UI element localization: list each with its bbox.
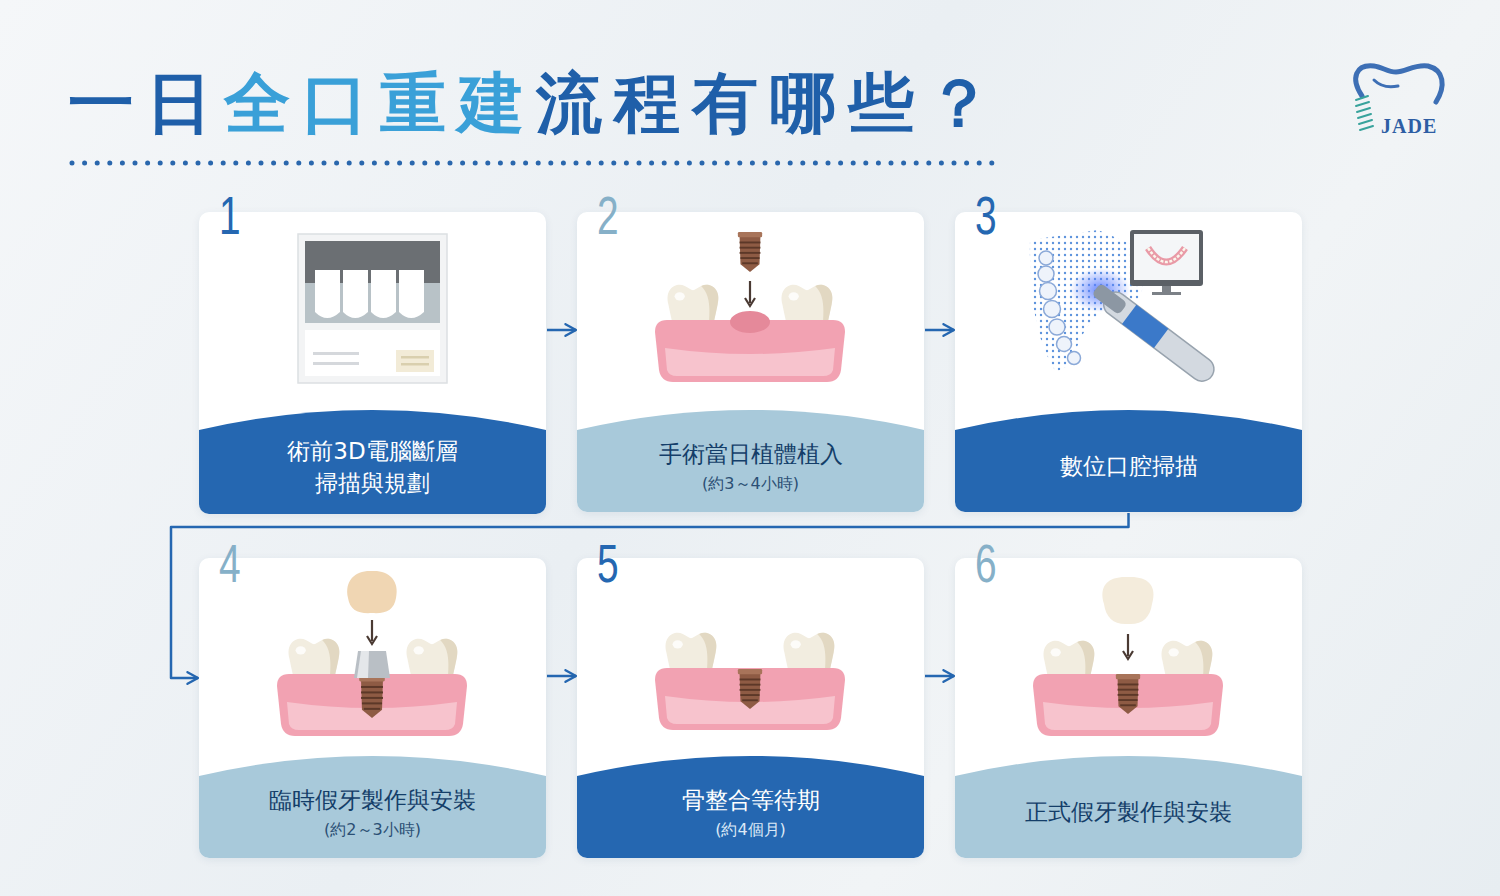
logo-tooth — [1356, 66, 1442, 102]
flow-arrow — [547, 329, 576, 332]
ct-scan-picture — [298, 234, 447, 383]
gum — [655, 668, 845, 730]
title-part: 一日 — [68, 65, 224, 142]
down-arrow-head — [367, 636, 377, 644]
brush-line — [1359, 120, 1372, 124]
scan-info — [305, 330, 440, 376]
page-title: 一日全口重建流程有哪些？ — [68, 64, 1004, 143]
gum — [1033, 674, 1223, 736]
card-text: 術前3D電腦斷層 掃描與規劃 — [199, 436, 546, 499]
scanner-picture — [1030, 230, 1219, 386]
temporary-crown — [347, 571, 397, 613]
band-shape — [199, 756, 546, 858]
logo-brush — [1356, 96, 1373, 130]
scan-panel — [298, 234, 447, 383]
arch-tooth — [1049, 319, 1065, 335]
final-crown-picture — [1033, 577, 1223, 736]
final-crown — [1102, 577, 1153, 624]
implant — [359, 676, 385, 718]
scanner-wand — [1088, 279, 1218, 385]
band-shape — [955, 410, 1302, 512]
scan-tooth — [315, 270, 340, 318]
callout-number: 3 — [975, 188, 997, 242]
gum-socket — [730, 311, 770, 333]
info-line — [313, 352, 359, 355]
card-text: 手術當日植體植入(約3～4小時) — [577, 439, 924, 495]
flow-arrow — [925, 329, 954, 332]
card-text: 數位口腔掃描 — [955, 451, 1302, 483]
scan-tooth — [343, 270, 368, 318]
card-text: 正式假牙製作與安裝 — [955, 797, 1302, 829]
card-text: 骨整合等待期(約4個月) — [577, 785, 924, 841]
wand-tip — [1091, 283, 1127, 315]
healing-picture — [655, 633, 845, 730]
info-line — [401, 363, 429, 366]
info-line — [313, 362, 359, 365]
info-tag — [396, 350, 434, 372]
down-arrow — [1127, 634, 1129, 656]
step-duration: (約3～4小時) — [702, 473, 799, 495]
arch-tooth — [1068, 352, 1081, 365]
down-arrow — [371, 620, 373, 641]
arch-tooth — [1038, 266, 1054, 282]
implant — [738, 232, 762, 272]
logo-tooth-line — [1374, 80, 1398, 87]
step-duration: (約4個月) — [715, 819, 786, 841]
monitor — [1130, 230, 1203, 286]
implant-placement-picture — [655, 232, 845, 382]
callout-number: 6 — [975, 536, 997, 590]
implant — [738, 669, 762, 709]
brush-line — [1356, 96, 1368, 100]
dotted-rule — [72, 161, 1000, 166]
monitor-screen — [1134, 234, 1199, 280]
brush-line — [1357, 108, 1370, 112]
abutment-shine — [357, 651, 369, 678]
band-shape — [955, 756, 1302, 858]
callout-number: 1 — [219, 188, 241, 242]
title-part: 流程有哪些？ — [536, 65, 1004, 142]
arch-tooth — [1039, 251, 1053, 265]
step-title: 手術當日植體植入 — [659, 439, 843, 471]
monitor-stand — [1162, 286, 1171, 293]
wand-band — [1122, 305, 1168, 348]
abutment — [354, 651, 390, 678]
down-arrow-head — [1123, 651, 1133, 659]
gum — [277, 674, 467, 736]
arch-tooth — [1044, 301, 1061, 318]
scan-tooth — [399, 270, 424, 318]
step-title: 數位口腔掃描 — [1060, 451, 1198, 483]
temporary-crown-picture — [277, 571, 467, 736]
arch-tooth — [1040, 283, 1057, 300]
title-part: 全口重建 — [224, 65, 536, 142]
monitor-base — [1152, 292, 1181, 295]
step-duration: (約2～3小時) — [324, 819, 421, 841]
scan-tooth — [371, 270, 396, 318]
brush-line — [1360, 126, 1373, 130]
card-text: 臨時假牙製作與安裝(約2～3小時) — [199, 785, 546, 841]
logo-text: JADE — [1381, 116, 1437, 136]
band-shape — [577, 410, 924, 512]
flow-arrow — [925, 675, 954, 678]
down-arrow — [749, 281, 751, 303]
band-shape — [577, 756, 924, 858]
flow-arrow — [547, 675, 576, 678]
screen-gum — [1148, 248, 1185, 262]
brush-line — [1356, 102, 1369, 106]
info-line — [401, 356, 429, 359]
step-title: 骨整合等待期 — [682, 785, 820, 817]
step-title: 術前3D電腦斷層 掃描與規劃 — [248, 436, 498, 499]
down-arrow-head — [745, 298, 755, 306]
brush-line — [1358, 114, 1371, 118]
screen-teeth — [1148, 248, 1185, 262]
callout-number: 2 — [597, 188, 619, 242]
band-shape — [199, 410, 546, 514]
arch-teeth — [1038, 251, 1081, 365]
callout-number: 4 — [219, 536, 241, 590]
step-title: 正式假牙製作與安裝 — [1025, 797, 1232, 829]
callout-number: 5 — [597, 536, 619, 590]
step-title: 臨時假牙製作與安裝 — [269, 785, 476, 817]
arch-tooth — [1057, 337, 1072, 352]
implant — [1116, 674, 1140, 714]
